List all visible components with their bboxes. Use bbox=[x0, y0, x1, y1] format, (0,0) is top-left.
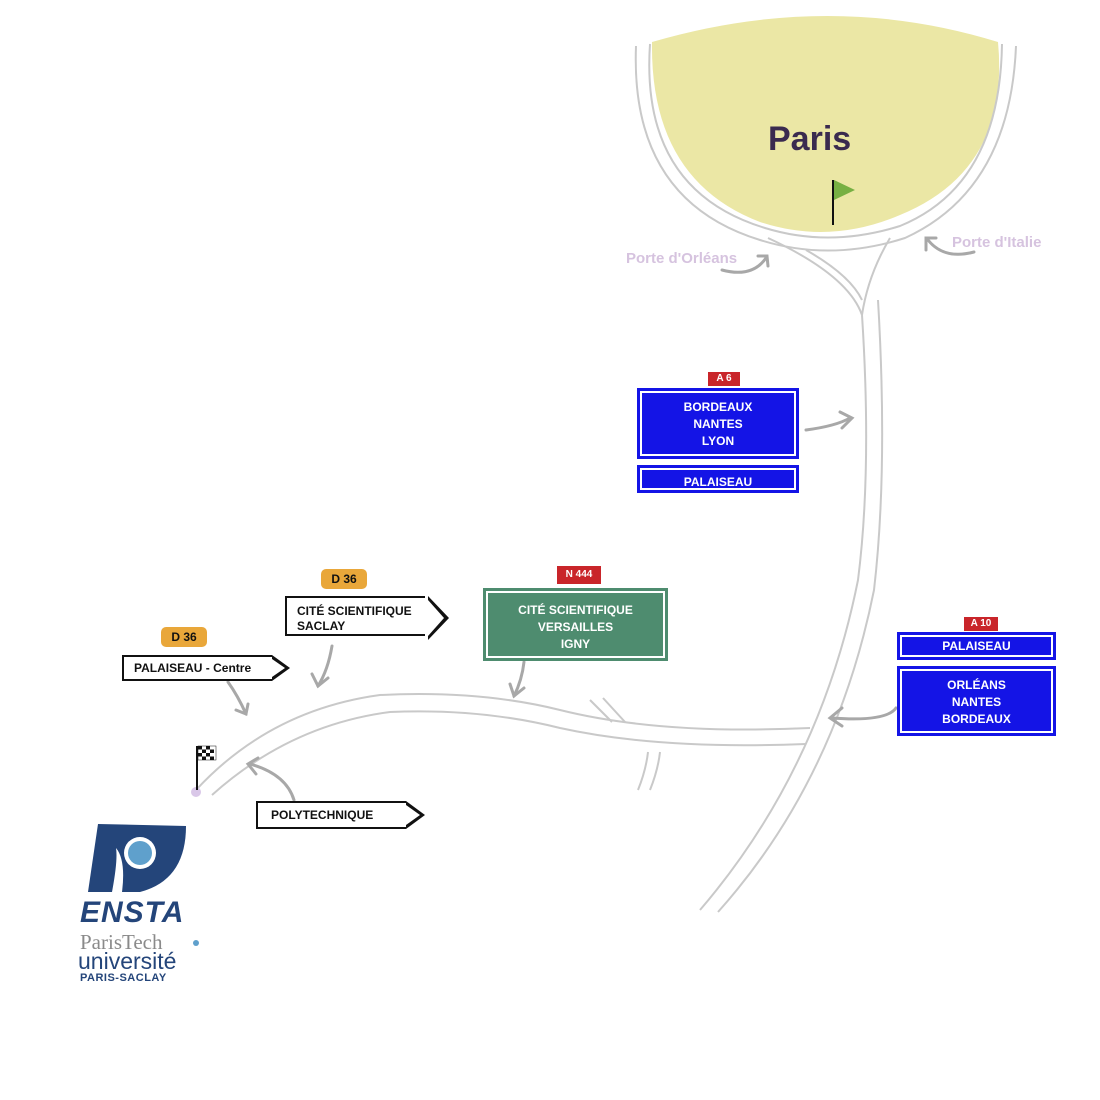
a10-route-tag: A 10 bbox=[964, 617, 998, 631]
a6-destination: BORDEAUX bbox=[683, 400, 753, 414]
checkered-finish-flag-icon bbox=[191, 745, 217, 797]
a10-palaiseau-sign: PALAISEAU bbox=[897, 632, 1056, 660]
d36-saclay-line: CITÉ SCIENTIFIQUE bbox=[297, 604, 412, 618]
a10-sign: ORLÉANS NANTES BORDEAUX bbox=[897, 666, 1056, 736]
a6-destination: LYON bbox=[701, 434, 735, 448]
porte-italie-label: Porte d'Italie bbox=[952, 234, 1042, 251]
paris-label: Paris bbox=[768, 120, 852, 158]
n444-route-tag: N 444 bbox=[557, 566, 601, 584]
n444-sign: CITÉ SCIENTIFIQUE VERSAILLES IGNY bbox=[483, 588, 668, 661]
a6-palaiseau-sign: PALAISEAU bbox=[637, 465, 799, 493]
ensta-logo-name: ENSTA bbox=[80, 896, 185, 929]
start-flag-icon bbox=[832, 180, 855, 225]
ensta-eye-logo-icon bbox=[88, 824, 199, 946]
d36-saclay-line: SACLAY bbox=[297, 619, 346, 633]
d36-palaiseau-route-tag: D 36 bbox=[161, 627, 207, 647]
d36-saclay-route-tag: D 36 bbox=[321, 569, 367, 589]
ensta-logo-universite: université bbox=[78, 948, 177, 974]
a6-destination: NANTES bbox=[693, 417, 743, 431]
a6-sign: BORDEAUX NANTES LYON bbox=[637, 388, 799, 459]
ensta-logo-paris-saclay: PARIS-SACLAY bbox=[80, 972, 167, 984]
a10-destination: NANTES bbox=[951, 695, 1002, 709]
n444-destination: CITÉ SCIENTIFIQUE bbox=[518, 603, 633, 617]
porte-orleans-label: Porte d'Orléans bbox=[626, 250, 738, 267]
sign-arrow-tips bbox=[272, 596, 449, 829]
d36-saclay-sign: CITÉ SCIENTIFIQUE SACLAY bbox=[285, 596, 425, 636]
a6-motorway bbox=[699, 237, 891, 913]
ensta-logo-paristech: ParisTech bbox=[80, 930, 163, 954]
a10-destination: BORDEAUX bbox=[942, 712, 1011, 726]
n444-destination: IGNY bbox=[560, 637, 591, 651]
n444-road bbox=[195, 693, 811, 796]
paris-area bbox=[651, 16, 1000, 232]
d36-palaiseau-sign: PALAISEAU - Centre bbox=[122, 655, 272, 681]
a10-destination: ORLÉANS bbox=[947, 678, 1006, 692]
polytechnique-sign: POLYTECHNIQUE bbox=[256, 801, 406, 829]
direction-arrows bbox=[226, 236, 976, 802]
n444-destination: VERSAILLES bbox=[537, 620, 614, 634]
peripherique bbox=[634, 43, 1017, 252]
a6-route-tag: A 6 bbox=[708, 372, 740, 386]
